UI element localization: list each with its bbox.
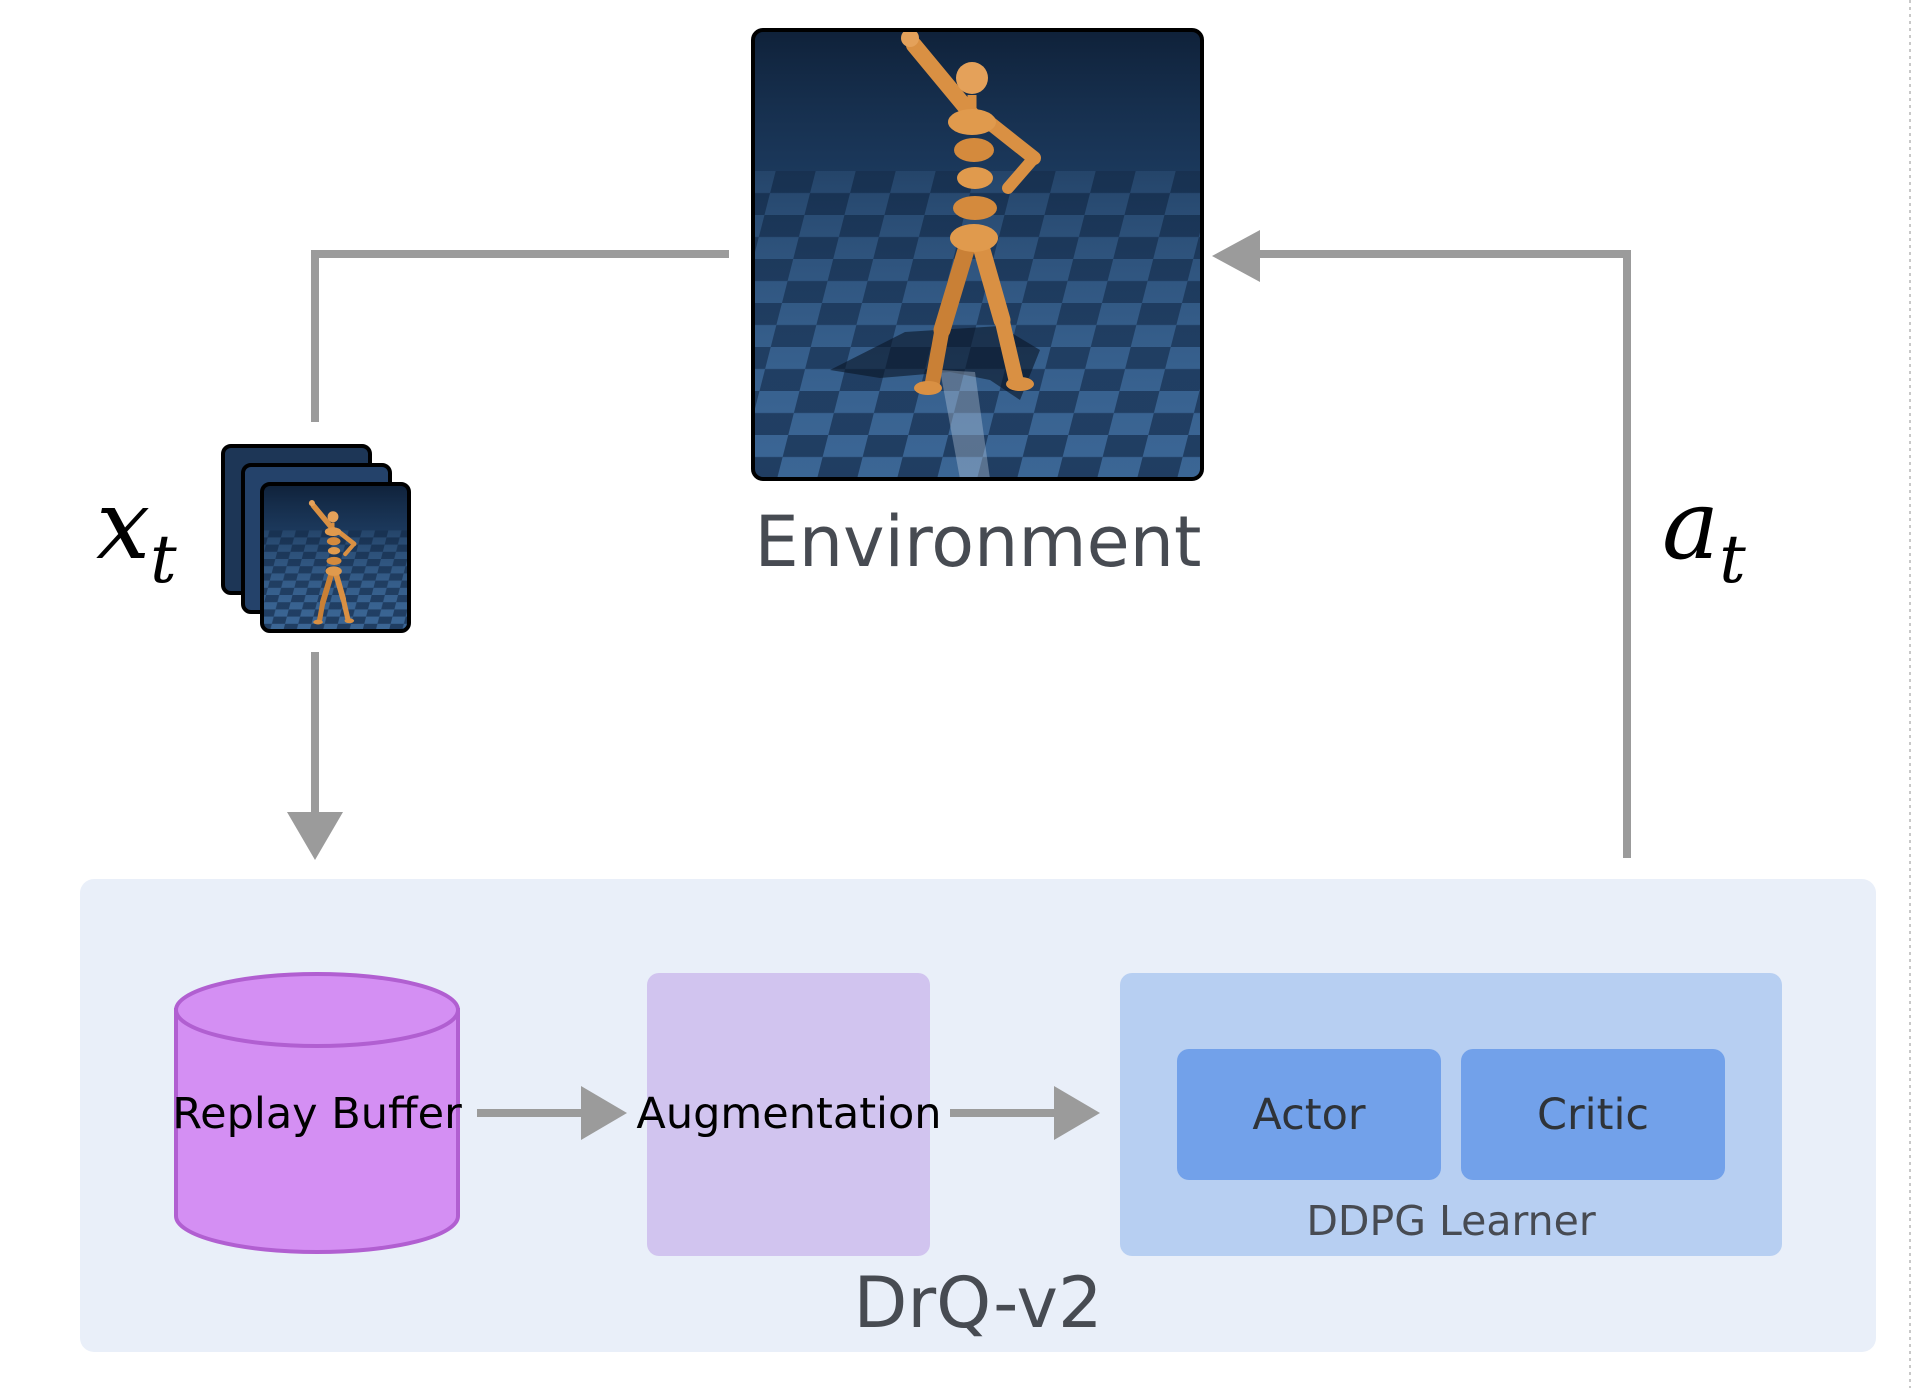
frame-front (260, 482, 411, 633)
replay-buffer-cylinder (174, 972, 460, 1254)
buffer-to-augmentation-arrowhead (581, 1086, 627, 1140)
observation-label: xt (96, 469, 177, 598)
svg-text:at: at (1662, 469, 1746, 598)
critic-box (1461, 1049, 1725, 1180)
augmentation-label: Augmentation (636, 1089, 941, 1139)
observation-symbol: x (96, 469, 150, 581)
action-flow-arrow (1248, 250, 1631, 858)
augmentation-to-learner-arrowhead (1054, 1086, 1100, 1140)
observation-arrowhead (287, 812, 343, 860)
environment-label: Environment (755, 501, 1202, 583)
action-subscript: t (1719, 521, 1746, 598)
ddpg-learner-label: DDPG Learner (1306, 1197, 1595, 1245)
action-arrowhead (1212, 230, 1260, 282)
observation-flow-arrow (311, 250, 729, 820)
action-symbol: a (1662, 469, 1719, 581)
actor-label: Actor (1252, 1090, 1365, 1140)
actor-box (1177, 1049, 1441, 1180)
environment-image (751, 28, 1204, 481)
augmentation-box (647, 973, 930, 1256)
critic-label: Critic (1537, 1090, 1649, 1140)
drq-v2-label: DrQ-v2 (853, 1262, 1102, 1344)
observation-frame-stack (221, 444, 411, 633)
svg-text:xt: xt (96, 469, 177, 598)
action-label: at (1662, 469, 1746, 598)
ddpg-learner-box (1120, 973, 1782, 1256)
observation-subscript: t (150, 521, 177, 598)
replay-buffer-label: Replay Buffer (172, 1089, 462, 1139)
